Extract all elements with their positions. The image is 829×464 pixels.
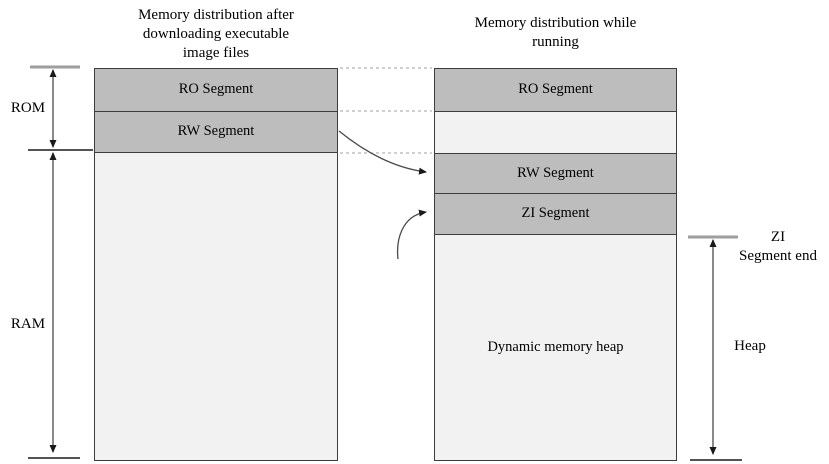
running-heap-segment: Dynamic memory heap: [435, 233, 676, 460]
zi-pointer-arrow: [396, 209, 427, 260]
zi-segment-end-label: ZI Segment end: [739, 229, 817, 264]
running-heap-segment-label: Dynamic memory heap: [487, 338, 624, 355]
download-column-title: Memory distribution after downloading ex…: [138, 7, 294, 61]
running-gap-segment: [435, 110, 676, 153]
running-zi-segment-label: ZI Segment: [521, 205, 590, 221]
running-zi-segment: ZI Segment: [435, 192, 676, 234]
rom-label: ROM: [10, 100, 46, 116]
running-ro-segment: RO Segment: [435, 69, 676, 111]
download-ro-segment: RO Segment: [95, 69, 337, 111]
running-column-title: Memory distribution while running: [474, 15, 637, 50]
ram-label: RAM: [10, 316, 46, 332]
memory-column-running: RO Segment RW Segment ZI Segment Dynamic…: [434, 68, 677, 461]
download-ro-segment-label: RO Segment: [178, 81, 254, 98]
running-rw-segment-label: RW Segment: [517, 164, 594, 181]
download-rw-segment: RW Segment: [95, 110, 337, 152]
download-unused-ram-segment: [95, 151, 337, 460]
download-rw-segment-label: RW Segment: [177, 123, 255, 139]
rw-relocation-arrow: [338, 130, 427, 175]
running-rw-segment: RW Segment: [435, 152, 676, 193]
running-ro-segment-label: RO Segment: [518, 81, 593, 98]
memory-column-download: RO Segment RW Segment: [94, 68, 338, 461]
heap-label: Heap: [734, 338, 766, 354]
